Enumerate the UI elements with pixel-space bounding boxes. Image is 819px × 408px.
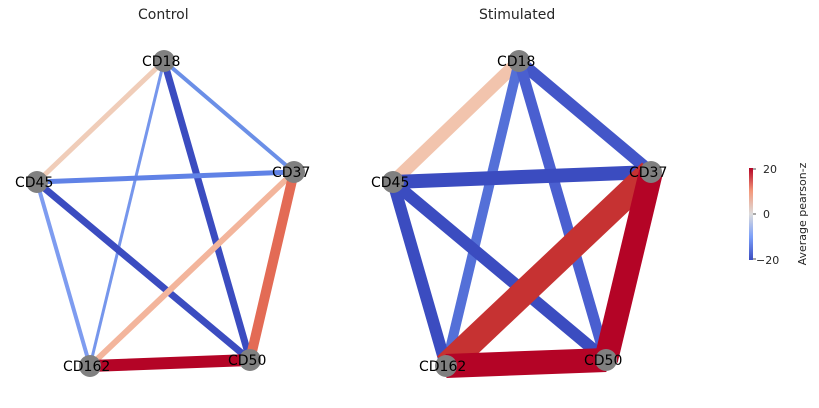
edge-cd37-cd50 <box>594 169 663 363</box>
edge-cd162-cd50 <box>89 354 251 372</box>
node-cd45 <box>382 171 404 193</box>
node-label-cd18: CD18 <box>497 54 535 70</box>
edge-cd18-cd37 <box>515 56 655 177</box>
node-cd162 <box>79 355 101 377</box>
edge-cd37-cd50 <box>245 170 299 362</box>
node-cd18 <box>153 50 175 72</box>
node-label-cd50: CD50 <box>584 353 622 369</box>
edge-cd45-cd162 <box>35 181 92 367</box>
edge-cd18-cd45 <box>35 59 166 184</box>
colorbar-label: Average pearson-z <box>796 162 809 265</box>
edge-cd37-cd162 <box>437 162 660 376</box>
node-label-cd45: CD45 <box>15 175 53 191</box>
edge-cd37-cd162 <box>87 169 297 369</box>
node-label-cd162: CD162 <box>63 359 110 375</box>
stimulated-panel-title: Stimulated <box>479 7 556 23</box>
node-label-cd162: CD162 <box>419 359 466 375</box>
colorbar-tick-mid: 0 <box>763 208 770 221</box>
node-label-cd37: CD37 <box>272 165 310 181</box>
node-cd18 <box>508 50 530 72</box>
node-label-cd45: CD45 <box>371 175 409 191</box>
edge-cd45-cd50 <box>389 177 610 365</box>
colorbar-tick-max: 20 <box>763 163 777 176</box>
node-label-cd50: CD50 <box>228 353 266 369</box>
node-cd50 <box>239 349 261 371</box>
node-cd45 <box>26 171 48 193</box>
node-label-cd18: CD18 <box>142 54 180 70</box>
node-cd37 <box>283 161 305 183</box>
edge-cd45-cd37 <box>36 169 295 185</box>
edge-cd18-cd45 <box>388 56 524 187</box>
node-cd37 <box>640 161 662 183</box>
edge-cd18-cd37 <box>162 59 296 174</box>
edge-cd18-cd162 <box>88 60 166 367</box>
colorbar: 20 0 −20 Average pearson-z <box>749 162 809 267</box>
edge-cd45-cd37 <box>392 165 652 189</box>
edge-cd162-cd50 <box>445 348 607 378</box>
edge-cd45-cd50 <box>34 179 253 363</box>
edge-cd45-cd162 <box>387 180 452 368</box>
edge-cd18-cd50 <box>160 60 254 361</box>
colorbar-tick-min: −20 <box>756 254 779 267</box>
control-panel-title: Control <box>138 7 189 23</box>
colorbar-gradient <box>749 168 753 260</box>
node-label-cd37: CD37 <box>629 165 667 181</box>
node-cd50 <box>595 349 617 371</box>
edge-cd18-cd162 <box>441 59 524 368</box>
edge-cd18-cd50 <box>513 59 612 362</box>
node-cd162 <box>435 355 457 377</box>
